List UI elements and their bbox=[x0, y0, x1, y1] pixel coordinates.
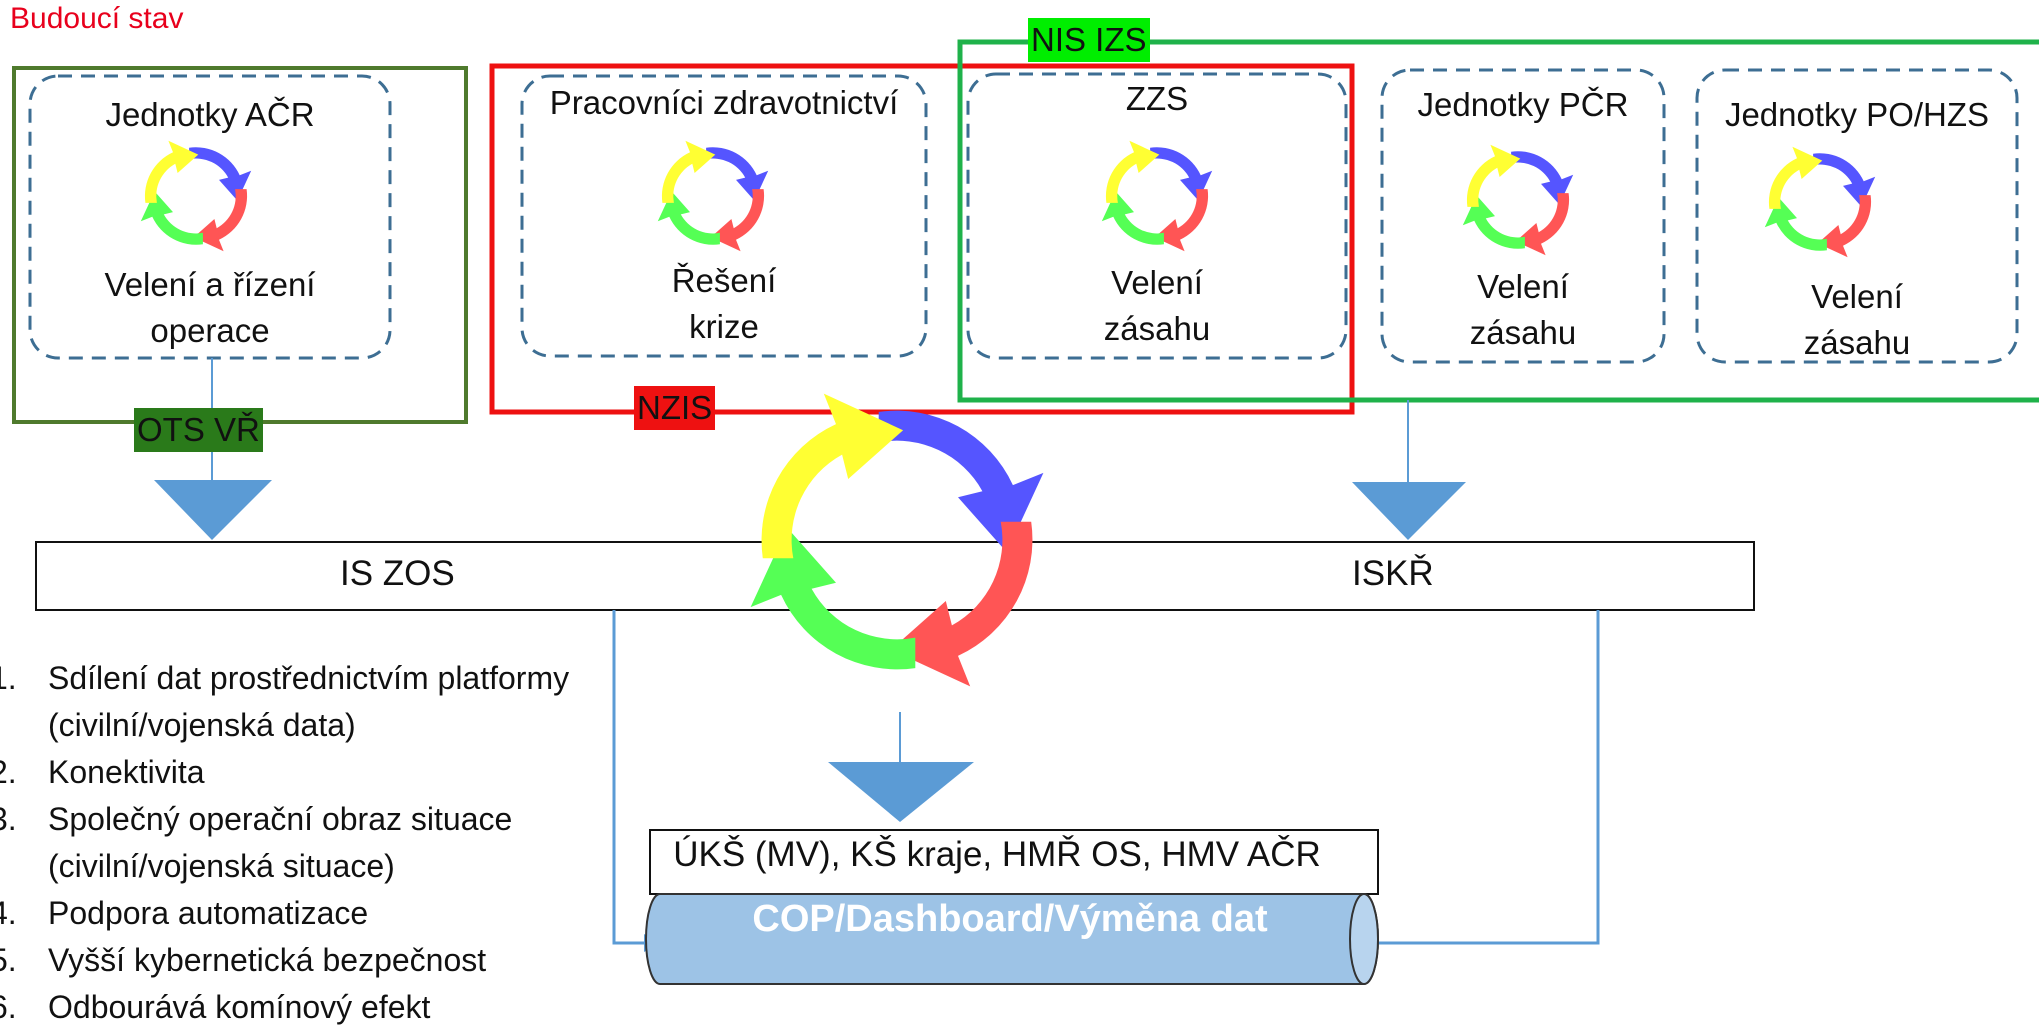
target-box bbox=[649, 829, 1379, 895]
unit-title-hzs: Jednotky PO/HZS bbox=[1724, 96, 1990, 133]
integration-bar bbox=[35, 541, 1755, 611]
nis-izs-tag: NIS IZS bbox=[1028, 18, 1150, 62]
benefit-item: 1. Sdílení dat prostřednictvím platformy… bbox=[0, 660, 570, 743]
unit-title-acr: Jednotky AČR bbox=[105, 96, 315, 133]
benefit-item: 3. Společný operační obraz situace (civi… bbox=[0, 801, 513, 884]
arrow-down-right bbox=[1352, 482, 1466, 540]
benefit-item: 4. Podpora automatizace bbox=[0, 895, 369, 931]
page-heading: Budoucí stav bbox=[10, 2, 184, 35]
ots-vr-tag: OTS VŘ bbox=[134, 408, 263, 452]
target-label: ÚKŠ (MV), KŠ kraje, HMŘ OS, HMV AČR bbox=[673, 835, 1321, 874]
cop-label: COP/Dashboard/Výměna dat bbox=[752, 898, 1268, 940]
nzis-tag: NZIS bbox=[634, 386, 716, 430]
cycle-icon-hzs bbox=[1764, 146, 1876, 258]
unit-box-zdrav bbox=[520, 74, 928, 358]
arrow-down-center bbox=[828, 762, 974, 822]
unit-box-hzs bbox=[1695, 68, 2019, 364]
nzis-frame bbox=[489, 63, 1355, 415]
unit-title-zdrav: Pracovníci zdravotnictví bbox=[549, 84, 899, 121]
central-cycle-icon bbox=[750, 393, 1044, 687]
benefit-item: 6. Odbourává komínový efekt bbox=[0, 989, 431, 1025]
unit-title-pcr: Jednotky PČR bbox=[1417, 86, 1629, 123]
unit-box-acr bbox=[28, 74, 392, 360]
cycle-icon-zzs bbox=[1101, 140, 1213, 252]
benefits-list: 1. Sdílení dat prostřednictvím platformy… bbox=[0, 655, 569, 1031]
arrow-down-left bbox=[154, 480, 272, 540]
cycle-icon-acr bbox=[140, 140, 252, 252]
nis-izs-frame bbox=[957, 39, 2039, 403]
bar-label-right: ISKŘ bbox=[1352, 554, 1434, 593]
unit-title-zzs: ZZS bbox=[1125, 80, 1189, 117]
unit-box-zzs bbox=[966, 72, 1348, 360]
bar-label-left: IS ZOS bbox=[340, 554, 455, 593]
benefit-item: 2. Konektivita bbox=[0, 754, 205, 790]
cycle-icon-zdrav bbox=[657, 140, 769, 252]
benefit-item: 5. Vyšší kybernetická bezpečnost bbox=[0, 942, 487, 978]
cycle-icon-pcr bbox=[1462, 144, 1574, 256]
